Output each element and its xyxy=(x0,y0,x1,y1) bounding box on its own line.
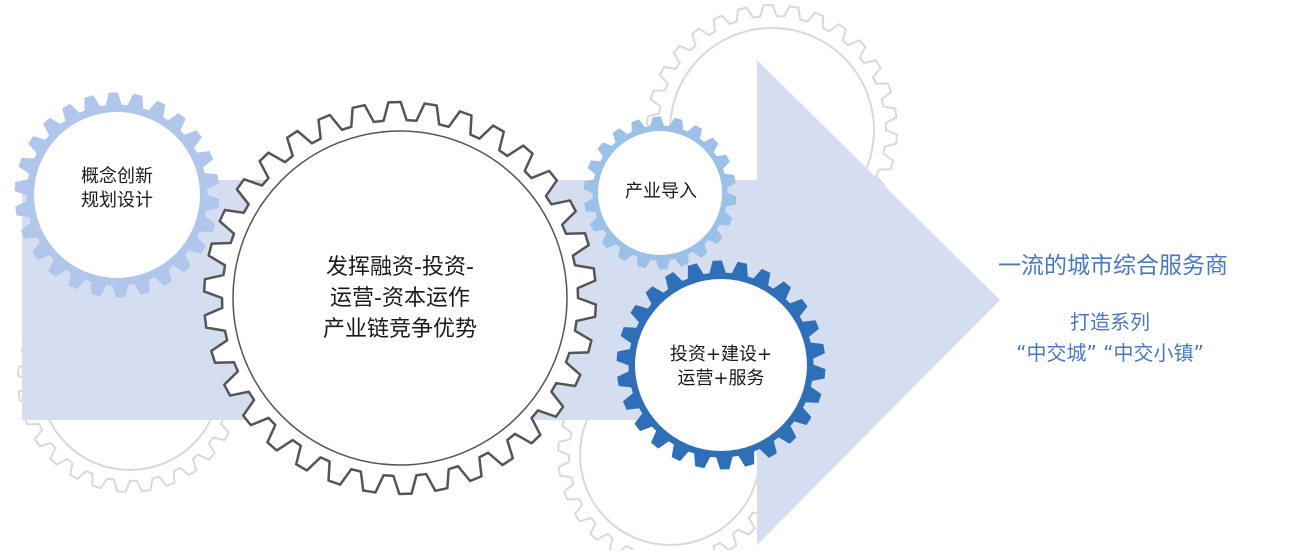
gear-concept-design-shape-hub xyxy=(34,112,200,278)
gear-concept-design-label: 概念创新 规划设计 xyxy=(42,165,192,214)
gear-investment-operation-shape-hub xyxy=(232,130,568,466)
foreground-gears xyxy=(14,92,826,496)
gear-label-line: 规划设计 xyxy=(81,190,153,212)
gear-investment-construction-service-label: 投资+建设+ 运营+服务 xyxy=(626,343,816,392)
gear-industry-introduction-shape-hub xyxy=(598,131,722,255)
gear-label-line: 投资+建设+ xyxy=(669,344,773,365)
gear-label-line: 概念创新 xyxy=(81,166,153,187)
headline-text: 一流的城市综合服务商 xyxy=(998,253,1228,279)
gear-investment-construction-service-shape-hub xyxy=(635,279,807,451)
gear-label-line: 产业导入 xyxy=(625,181,697,202)
gear-label-line: 运营-资本运作 xyxy=(330,285,470,311)
subtitle-line-1: 打造系列 xyxy=(1070,310,1150,334)
gear-label-line: 发挥融资-投资- xyxy=(326,255,474,280)
gear-label-line: 产业链竞争优势 xyxy=(322,316,477,342)
gear-label-line: 运营+服务 xyxy=(677,368,765,390)
subtitle-line-2: “中交城” “中交小镇” xyxy=(1016,341,1204,365)
gear-investment-operation-label: 发挥融资-投资- 运营-资本运作 产业链竞争优势 xyxy=(270,253,530,345)
gear-industry-introduction-label: 产业导入 xyxy=(586,180,736,204)
